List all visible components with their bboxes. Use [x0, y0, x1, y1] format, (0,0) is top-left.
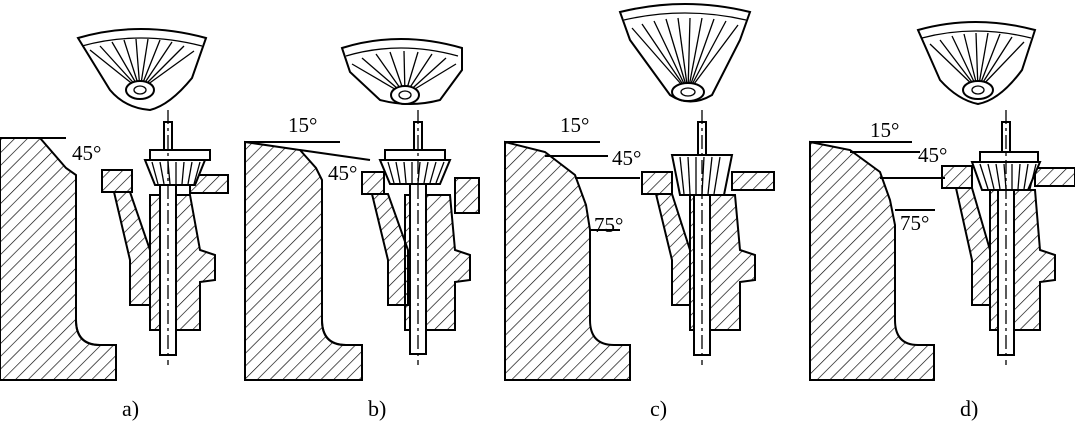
angle-label-a-1: 45°	[72, 141, 101, 165]
angle-label-b-1: 15°	[288, 113, 317, 137]
cutter-b-top-view	[340, 38, 463, 105]
panel-c: 15° 45° 75° c)	[504, 3, 775, 421]
cylinder-head-a	[0, 137, 117, 381]
angle-label-d-2: 45°	[918, 143, 947, 167]
cutter-b-tool	[361, 110, 480, 365]
caption-b: b)	[368, 396, 386, 421]
cutter-c-top-view	[618, 3, 752, 103]
cutter-d-top-view	[916, 21, 1037, 106]
caption-c: c)	[650, 396, 667, 421]
caption-d: d)	[960, 396, 978, 421]
cutter-a-top-view	[76, 28, 208, 112]
panel-b: 15° 45° b)	[244, 38, 480, 421]
cylinder-head-d	[809, 140, 935, 381]
cylinder-head-c	[504, 140, 631, 381]
cutter-c-tool	[641, 110, 775, 365]
angle-label-c-2: 45°	[612, 146, 641, 170]
angle-label-d-1: 15°	[870, 118, 899, 142]
angle-label-b-2: 45°	[328, 161, 357, 185]
angle-label-c-1: 15°	[560, 113, 589, 137]
cutter-a-tool	[101, 110, 229, 365]
angle-label-c-3: 75°	[594, 213, 623, 237]
panel-d: 15° 45° 75° d)	[809, 21, 1075, 421]
angle-label-d-3: 75°	[900, 211, 929, 235]
cutter-d-tool	[941, 110, 1075, 365]
panel-a: 45° a)	[0, 28, 229, 421]
caption-a: a)	[122, 396, 139, 421]
